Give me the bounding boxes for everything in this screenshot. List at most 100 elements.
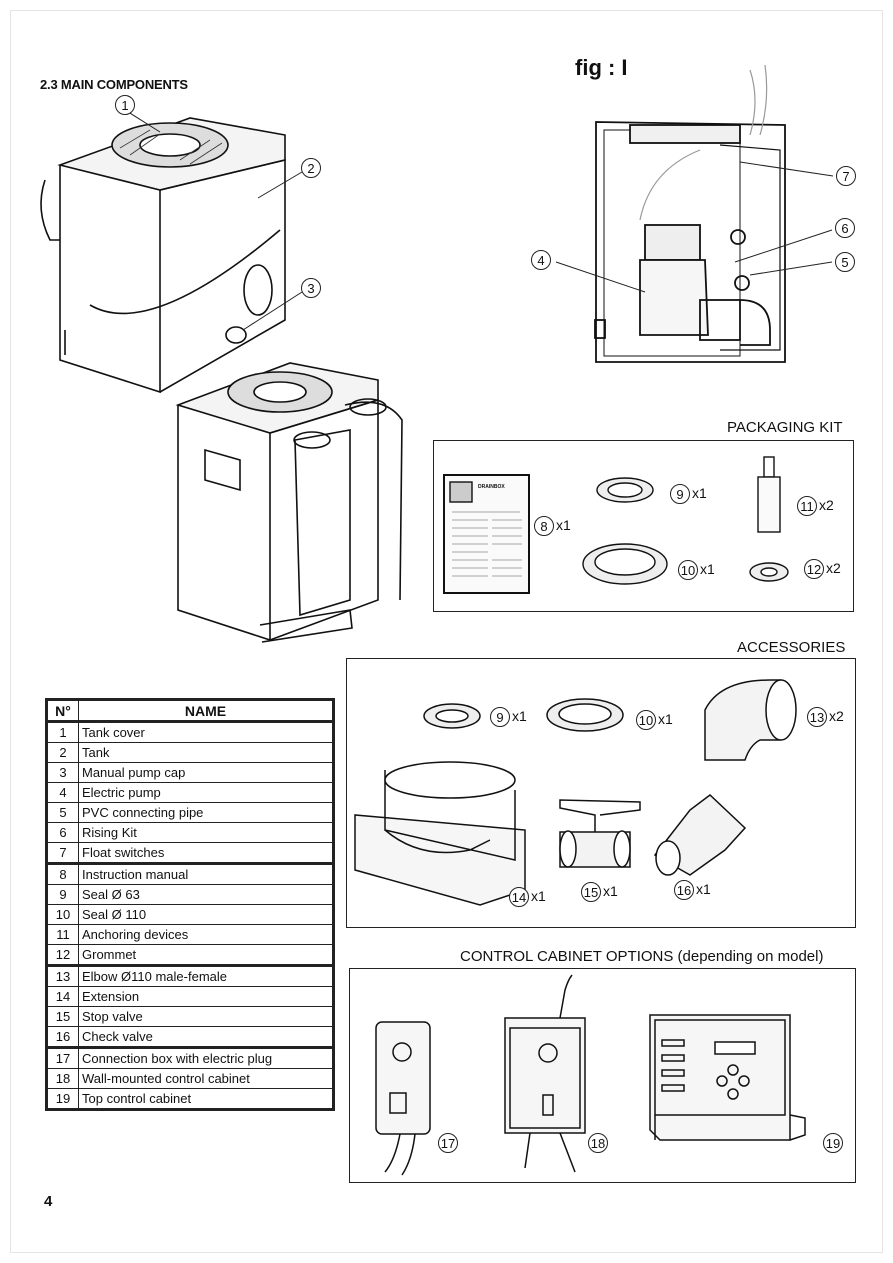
callout-7: 7 [836,166,856,186]
row-name: Tank cover [78,721,334,743]
row-name: Manual pump cap [78,762,334,783]
pk-callout-11: 11 [797,496,817,516]
cc-callout-17: 17 [438,1133,458,1153]
pk-qty-11: x2 [819,497,834,513]
row-number: 9 [46,884,79,905]
acc-callout-9: 9 [490,707,510,727]
row-name: Anchoring devices [78,924,334,945]
cc-callout-18: 18 [588,1133,608,1153]
table-header-row: N° NAME [46,699,334,723]
row-name: PVC connecting pipe [78,802,334,823]
acc-callout-10: 10 [636,710,656,730]
acc-qty-13: x2 [829,708,844,724]
row-number: 7 [46,842,79,865]
row-number: 14 [46,986,79,1007]
figure-title: fig : I [575,55,628,80]
row-number: 12 [46,944,79,967]
row-number: 6 [46,822,79,843]
acc-callout-13: 13 [807,707,827,727]
accessories-box [346,658,856,928]
row-name: Top control cabinet [78,1088,334,1110]
pk-qty-12: x2 [826,560,841,576]
acc-callout-14: 14 [509,887,529,907]
section-title: 2.3 MAIN COMPONENTS [40,77,188,92]
row-number: 5 [46,802,79,823]
acc-qty-10: x1 [658,711,673,727]
callout-5: 5 [835,252,855,272]
row-name: Extension [78,986,334,1007]
row-name: Instruction manual [78,863,334,885]
row-name: Elbow Ø110 male-female [78,965,334,987]
row-number: 1 [46,721,79,743]
callout-2: 2 [301,158,321,178]
pk-callout-10: 10 [678,560,698,580]
row-number: 4 [46,782,79,803]
callout-6: 6 [835,218,855,238]
row-name: Stop valve [78,1006,334,1027]
row-name: Electric pump [78,782,334,803]
callout-1: 1 [115,95,135,115]
row-name: Wall-mounted control cabinet [78,1068,334,1089]
control-cabinet-box [349,968,856,1183]
row-name: Tank [78,742,334,763]
page-border [10,10,883,1253]
acc-callout-15: 15 [581,882,601,902]
packaging-kit-box [433,440,854,612]
row-name: Check valve [78,1026,334,1049]
row-name: Connection box with electric plug [78,1047,334,1069]
row-number: 16 [46,1026,79,1049]
pk-callout-9: 9 [670,484,690,504]
acc-callout-16: 16 [674,880,694,900]
row-number: 2 [46,742,79,763]
acc-qty-16: x1 [696,881,711,897]
pk-callout-12: 12 [804,559,824,579]
row-name: Seal Ø 63 [78,884,334,905]
row-name: Float switches [78,842,334,865]
acc-qty-14: x1 [531,888,546,904]
pk-qty-10: x1 [700,561,715,577]
manual-cover-title: DRAINBOX [478,484,505,490]
row-number: 19 [46,1088,79,1110]
row-number: 15 [46,1006,79,1027]
packaging-kit-title: PACKAGING KIT [727,419,843,436]
control-cabinet-title: CONTROL CABINET OPTIONS (depending on mo… [460,948,824,965]
acc-qty-9: x1 [512,708,527,724]
callout-3: 3 [301,278,321,298]
pk-qty-9: x1 [692,485,707,501]
row-name: Seal Ø 110 [78,904,334,925]
pk-qty-8: x1 [556,517,571,533]
callout-4: 4 [531,250,551,270]
column-header-number: N° [46,699,79,723]
row-number: 18 [46,1068,79,1089]
row-number: 10 [46,904,79,925]
row-number: 11 [46,924,79,945]
row-number: 3 [46,762,79,783]
acc-qty-15: x1 [603,883,618,899]
row-number: 8 [46,863,79,885]
row-name: Rising Kit [78,822,334,843]
row-number: 17 [46,1047,79,1069]
column-header-name: NAME [78,699,334,723]
